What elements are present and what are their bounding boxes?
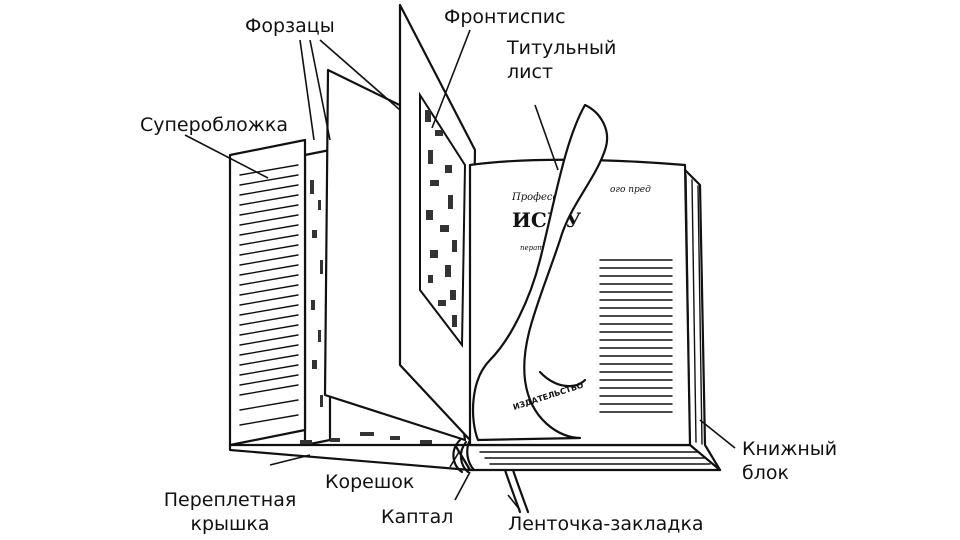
label-lentochka: Ленточка-закладка <box>508 513 704 535</box>
dust-jacket <box>228 138 307 447</box>
label-frontispis: Фронтиспис <box>444 6 566 28</box>
label-koreshok: Корешок <box>325 471 415 493</box>
book-block-bottom <box>453 443 722 472</box>
label-knizhnyi-line2: блок <box>742 462 789 484</box>
label-pereplet-line2: крышка <box>190 513 270 535</box>
cover-board <box>228 148 472 472</box>
frontispiece-leaf <box>398 3 477 442</box>
label-kaptal: Каптал <box>381 506 454 528</box>
label-pereplet-line1: Переплетная <box>163 489 297 511</box>
title-page-line1: Професс <box>511 192 558 203</box>
title-page-line3: ператс <box>520 244 548 252</box>
label-superoblozhka: Суперобложка <box>140 114 289 136</box>
leader-lines <box>184 29 736 511</box>
label-forzatsy: Форзацы <box>245 15 335 37</box>
title-page-line1b: ого пред <box>610 185 651 195</box>
label-titulnyi-line1: Титульный <box>507 37 617 59</box>
title-page-text-lines <box>599 259 673 413</box>
label-knizhnyi-line1: Книжный <box>742 438 838 460</box>
label-titulnyi-line2: лист <box>507 61 554 83</box>
